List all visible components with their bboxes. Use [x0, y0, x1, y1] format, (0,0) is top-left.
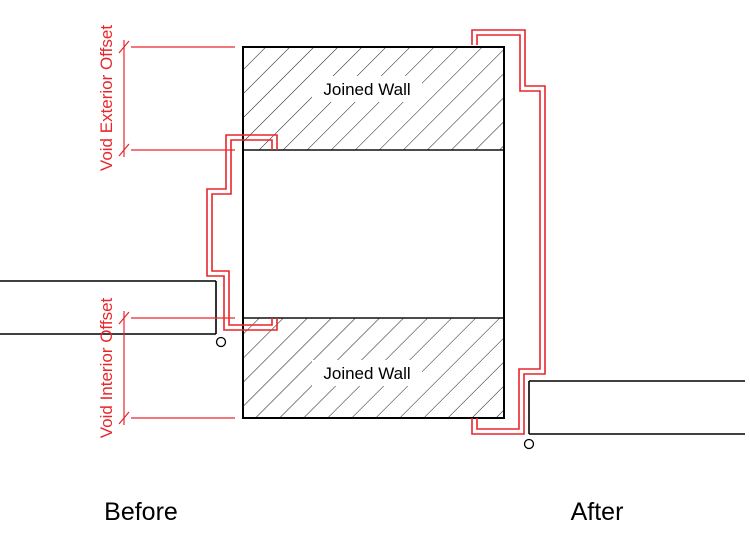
after-caption: After: [571, 498, 624, 526]
after-void-outline: [471, 29, 546, 435]
dimension-exterior-offset: [118, 40, 235, 157]
before-void-outline: [206, 134, 278, 331]
interior-offset-label: Void Interior Offset: [97, 297, 116, 438]
joined-wall-top: [242, 46, 505, 151]
before-caption: Before: [104, 498, 178, 526]
dimension-interior-offset: [118, 311, 235, 425]
after-location-point: [523, 438, 535, 450]
before-wall: [0, 280, 217, 335]
after-wall: [528, 380, 745, 435]
exterior-offset-label: Void Exterior Offset: [97, 25, 116, 171]
label-bg-top: [312, 76, 422, 102]
before-location-point: [215, 336, 227, 348]
label-bg-bottom: [312, 360, 422, 386]
joined-wall-bottom-label: Joined Wall: [323, 364, 410, 383]
joined-wall-top-label: Joined Wall: [323, 80, 410, 99]
